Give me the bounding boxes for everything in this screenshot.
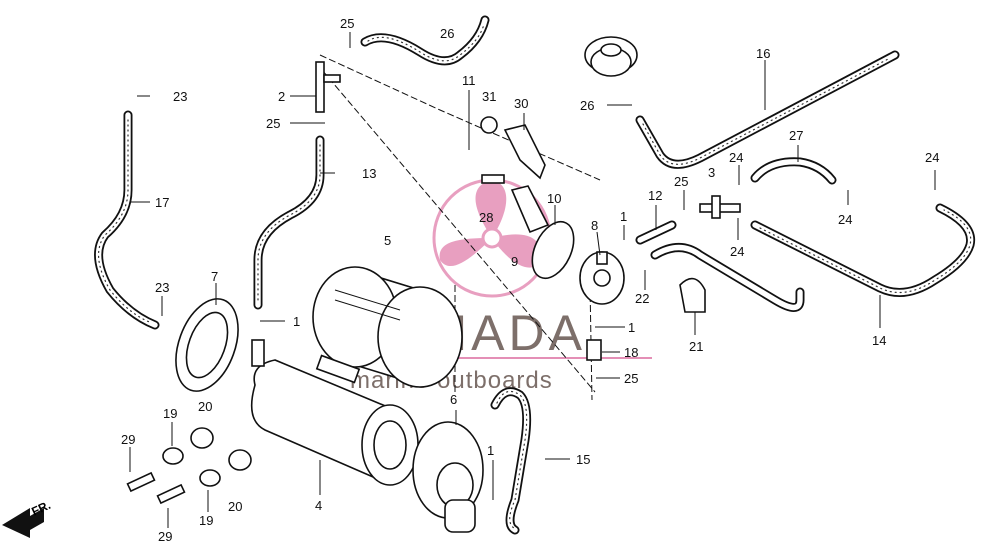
callout-3: 3 (708, 165, 715, 180)
hose-12 (635, 220, 677, 245)
callout-4: 4 (315, 498, 322, 513)
hose-16 (635, 50, 900, 169)
callout-24-b: 24 (838, 212, 852, 227)
callout-20-left: 20 (198, 399, 212, 414)
hose-14 (750, 203, 976, 297)
hose-15 (490, 387, 532, 535)
front-marker: FR. (2, 498, 53, 538)
callout-21: 21 (689, 339, 703, 354)
callout-23-top: 23 (173, 89, 187, 104)
callout-1-mid: 1 (620, 209, 627, 224)
callout-27: 27 (789, 128, 803, 143)
callout-19-top: 19 (163, 406, 177, 421)
callout-24-a: 24 (729, 150, 743, 165)
grommets-19 (162, 447, 221, 487)
hose-27 (750, 157, 837, 185)
front-marker-label: FR. (29, 498, 52, 519)
callout-22: 22 (635, 291, 649, 306)
fitting-18 (586, 339, 602, 361)
bracket-9 (510, 185, 550, 234)
callout-19-bottom: 19 (199, 513, 213, 528)
gasket-7 (175, 298, 239, 392)
callout-8: 8 (591, 218, 598, 233)
callout-5: 5 (384, 233, 391, 248)
callout-12: 12 (648, 188, 662, 203)
callout-30: 30 (514, 96, 528, 111)
connector-3 (699, 195, 741, 219)
bracket-30 (503, 124, 546, 180)
bolts-29 (126, 471, 186, 505)
callout-17: 17 (155, 195, 169, 210)
callout-2: 2 (278, 89, 285, 104)
callout-31: 31 (482, 89, 496, 104)
hose-line-to-21 (650, 243, 805, 312)
callout-10: 10 (547, 191, 561, 206)
callout-15: 15 (576, 452, 590, 467)
callout-29-top: 29 (121, 432, 135, 447)
callout-26-right: 26 (580, 98, 594, 113)
watermark-propeller-logo (432, 178, 552, 298)
callout-1-right: 1 (628, 320, 635, 335)
callout-29-bottom: 29 (158, 529, 172, 544)
callout-25-left: 25 (266, 116, 280, 131)
callout-11: 11 (462, 73, 476, 88)
bracket-10 (531, 220, 575, 280)
tee-fitting-2 (315, 61, 341, 113)
callout-26-top: 26 (440, 26, 454, 41)
cover-6 (412, 421, 484, 533)
hose-13 (253, 135, 325, 310)
dampers-20 (190, 427, 252, 471)
callout-18: 18 (624, 345, 638, 360)
callout-14: 14 (872, 333, 886, 348)
silencer-5 (312, 266, 463, 388)
hose-11 (360, 15, 490, 66)
callout-25-bottom: 25 (624, 371, 638, 386)
callout-25-right: 25 (674, 174, 688, 189)
callout-20-right: 20 (228, 499, 242, 514)
callout-labels: 23 17 23 7 20 19 29 19 20 29 2 25 13 1 5… (121, 16, 939, 544)
canister-4 (250, 339, 419, 486)
callout-25-top: 25 (340, 16, 354, 31)
callout-28: 28 (479, 210, 493, 225)
nut-31 (480, 116, 498, 134)
stud-28 (481, 174, 505, 184)
callout-9: 9 (511, 254, 518, 269)
hose-17 (94, 110, 160, 330)
callout-13: 13 (362, 166, 376, 181)
callout-24-c: 24 (730, 244, 744, 259)
callout-1-left: 1 (293, 314, 300, 329)
valve-8 (579, 251, 625, 305)
callout-24-d: 24 (925, 150, 939, 165)
valve-top (584, 36, 638, 77)
callout-1-bottom: 1 (487, 443, 494, 458)
callout-7: 7 (211, 269, 218, 284)
valve-21 (679, 277, 706, 313)
callout-23-bottom: 23 (155, 280, 169, 295)
callout-6: 6 (450, 392, 457, 407)
callout-16: 16 (756, 46, 770, 61)
